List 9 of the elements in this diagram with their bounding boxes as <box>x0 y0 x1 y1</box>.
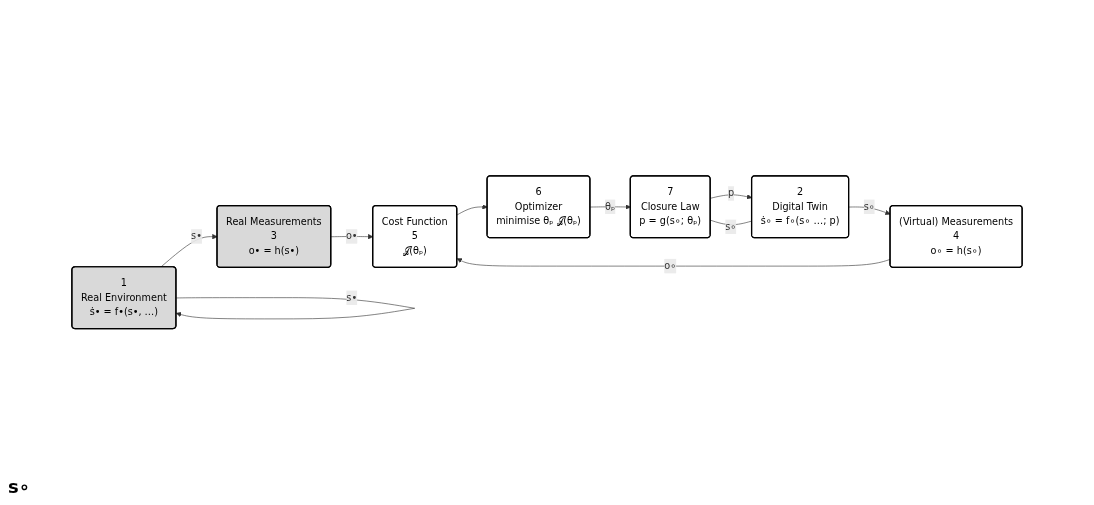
edge-label: o∘ <box>664 260 677 272</box>
edge-label: θₚ <box>605 200 616 213</box>
edge-label: s• <box>346 291 358 304</box>
edge-label: p <box>728 187 735 200</box>
edge-label: s• <box>191 230 202 243</box>
edge-label: o• <box>345 230 358 243</box>
edge-label: s∘ <box>725 220 737 233</box>
variable-label: s∘ <box>8 476 30 497</box>
edge-label: s∘ <box>863 200 875 213</box>
